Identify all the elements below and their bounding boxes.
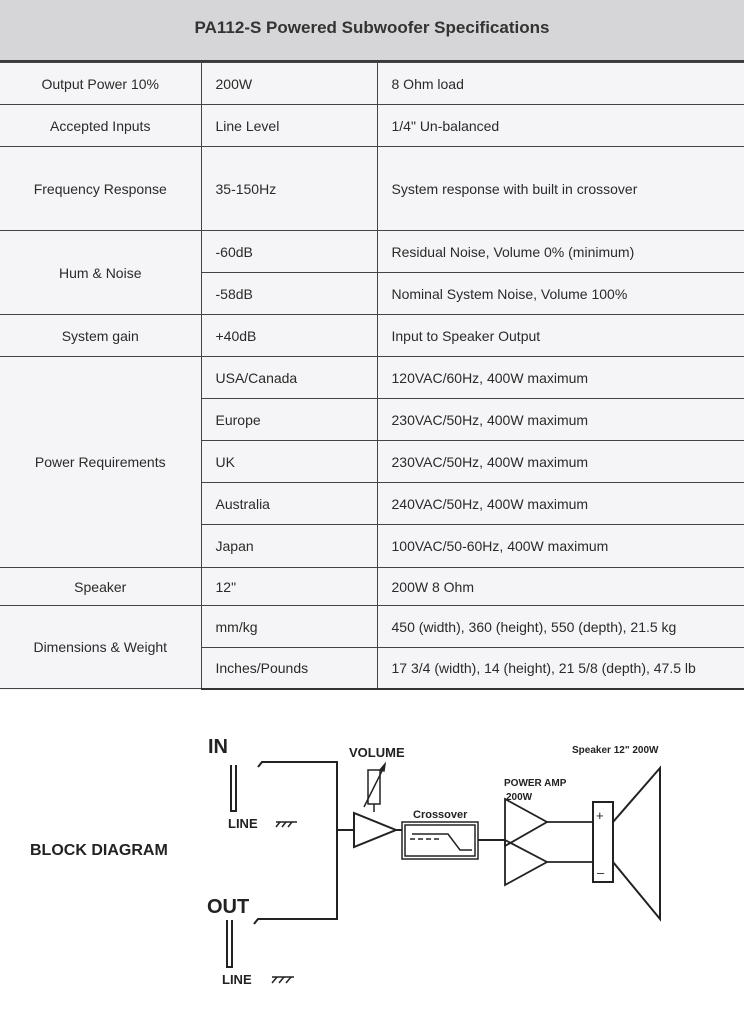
spec-note: 200W 8 Ohm [377,567,744,606]
power-amp-watts: 200W [506,792,533,803]
in-ground-icon [275,821,297,828]
spec-value: -58dB [201,272,378,315]
signal-wiring [336,814,354,845]
spec-note: 100VAC/50-60Hz, 400W maximum [377,524,744,568]
spec-note: Input to Speaker Output [377,314,744,357]
spec-value: 200W [201,62,378,105]
in-line-label: LINE [228,816,258,831]
spec-label: Frequency Response [0,146,202,231]
spec-value: 35-150Hz [201,146,378,231]
spec-label: Speaker [0,567,202,606]
spec-note: 450 (width), 360 (height), 550 (depth), … [377,605,744,648]
spec-label: Hum & Noise [0,230,202,315]
spec-note: 240VAC/50Hz, 400W maximum [377,482,744,525]
out-ground-icon [271,976,294,984]
speaker-label: Speaker 12" 200W [572,745,659,756]
spec-note: 1/4" Un-balanced [377,104,744,147]
spec-value: Europe [201,398,378,441]
spec-value: mm/kg [201,605,378,648]
spec-value: 12" [201,567,378,606]
spec-label: Dimensions & Weight [0,605,202,689]
speaker-plus-terminal: + [596,808,604,823]
spec-value: UK [201,440,378,483]
out-line-label: LINE [222,972,252,987]
block-diagram-heading: BLOCK DIAGRAM [30,842,168,859]
speaker-icon [592,765,661,922]
spec-note: 17 3/4 (width), 14 (height), 21 5/8 (dep… [377,647,744,690]
spec-value: +40dB [201,314,378,357]
speaker-minus-terminal: – [597,865,605,880]
spec-label: Power Requirements [0,356,202,568]
spec-note: System response with built in crossover [377,146,744,231]
crossover-block [401,821,479,860]
spec-value: Australia [201,482,378,525]
in-label: IN [208,736,228,758]
spec-note: 230VAC/50Hz, 400W maximum [377,398,744,441]
preamp-triangle [353,811,399,849]
in-jack-symbol [230,761,338,814]
out-jack-symbol [226,845,338,968]
spec-note: Nominal System Noise, Volume 100% [377,272,744,315]
volume-label: VOLUME [349,745,405,760]
spec-label: System gain [0,314,202,357]
spec-value: USA/Canada [201,356,378,399]
page-title: PA112-S Powered Subwoofer Specifications [194,18,550,37]
spec-note: 8 Ohm load [377,62,744,105]
spec-label: Accepted Inputs [0,104,202,147]
power-amp-label: POWER AMP [504,778,567,789]
spec-value: Japan [201,524,378,568]
power-amp-symbol [504,797,593,887]
spec-note: 230VAC/50Hz, 400W maximum [377,440,744,483]
spec-value: Line Level [201,104,378,147]
out-label: OUT [207,896,249,918]
spec-value: Inches/Pounds [201,647,378,690]
spec-note: 120VAC/60Hz, 400W maximum [377,356,744,399]
crossover-label: Crossover [413,809,468,821]
volume-control-symbol [363,761,387,812]
spec-note: Residual Noise, Volume 0% (minimum) [377,230,744,273]
block-diagram: BLOCK DIAGRAM IN LINE OUT LINE VOLUME [30,736,661,987]
title-bar: PA112-S Powered Subwoofer Specifications [0,0,744,62]
spec-label: Output Power 10% [0,62,202,105]
spec-value: -60dB [201,230,378,273]
